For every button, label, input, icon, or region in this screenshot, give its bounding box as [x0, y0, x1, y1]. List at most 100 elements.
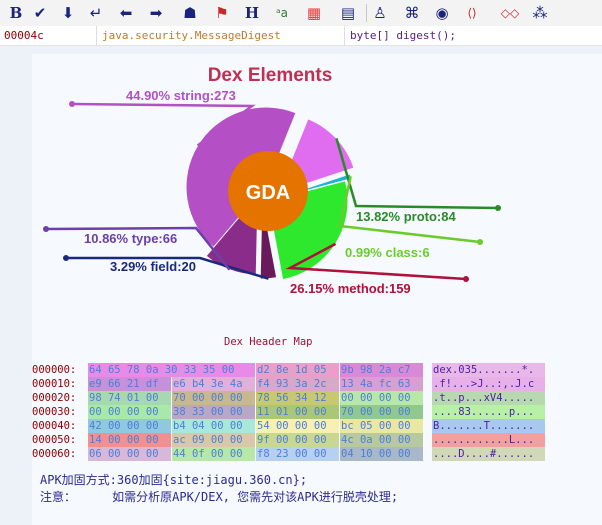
toggle-icon[interactable]: ◉ — [435, 4, 449, 22]
toolbar-separator — [366, 4, 367, 22]
method-field[interactable]: byte[] digest(); — [346, 26, 600, 45]
hex-address: 000030: — [32, 406, 77, 418]
code-icon[interactable]: ⟨⟩ — [467, 6, 477, 20]
hex-byte-group[interactable]: 78 56 34 12 — [256, 391, 339, 405]
hex-address: 000060: — [32, 448, 77, 460]
gda-center-label: GDA — [246, 182, 290, 204]
method-value: byte[] digest(); — [350, 29, 456, 42]
string-search-icon[interactable]: ᵃa — [275, 6, 289, 20]
hex-ascii: .f!...>J..:,.J.c — [432, 377, 545, 391]
leader-dot-string — [69, 101, 75, 107]
leader-line-method — [285, 242, 467, 281]
hex-byte-group[interactable]: 14 00 00 00 — [88, 433, 171, 447]
data-label-proto: 13.82% proto:84 — [356, 209, 456, 224]
leader-line-field — [66, 256, 269, 280]
robot-icon[interactable]: ♙ — [373, 4, 387, 22]
hex-byte-group[interactable]: 64 65 78 0a 30 33 35 00 — [88, 363, 255, 377]
hex-byte-group[interactable]: ac 09 00 00 — [172, 433, 255, 447]
hex-byte-group[interactable]: f8 23 00 00 — [256, 447, 339, 461]
hex-byte-group[interactable]: 11 01 00 00 — [256, 405, 339, 419]
gda-center-circle — [228, 151, 308, 231]
leader-line-class — [338, 176, 481, 244]
network-icon[interactable]: ⁂ — [532, 4, 548, 22]
search-flag-icon[interactable]: ⚑ — [215, 4, 229, 22]
hex-byte-group[interactable]: 38 33 00 00 — [172, 405, 255, 419]
packer-info: APK加固方式:360加固{site:jiagu.360.cn}; — [40, 473, 308, 487]
leader-line-proto — [335, 137, 499, 210]
class-name-value: java.security.MessageDigest — [102, 29, 281, 42]
hex-ascii: ....83......p... — [432, 405, 545, 419]
hex-ascii: ............L... — [432, 433, 545, 447]
hex-byte-group[interactable]: 9f 00 00 00 — [256, 433, 339, 447]
address-value: 00004c — [4, 29, 44, 42]
data-label-class: 0.99% class:6 — [345, 245, 430, 260]
hex-byte-group[interactable]: 42 00 00 00 — [88, 419, 171, 433]
hex-byte-group[interactable]: 4c 0a 00 00 — [340, 433, 423, 447]
data-label-string: 44.90% string:273 — [126, 88, 236, 103]
hex-byte-group[interactable]: 70 00 00 00 — [172, 391, 255, 405]
chart-title: Dex Elements — [208, 65, 333, 86]
hex-address: 000040: — [32, 420, 77, 432]
hex-byte-group[interactable]: bc 05 00 00 — [340, 419, 423, 433]
hex-byte-group[interactable]: e6 b4 3e 4a — [172, 377, 255, 391]
info-bar: 00004c java.security.MessageDigest byte[… — [0, 26, 602, 46]
bold-icon[interactable]: B — [9, 4, 23, 22]
hex-map-title: Dex Header Map — [224, 336, 313, 348]
hex-byte-group[interactable]: 00 00 00 00 — [88, 405, 171, 419]
hex-byte-group[interactable]: d2 8e 1d 05 — [256, 363, 339, 377]
hex-byte-group[interactable]: 98 74 01 00 — [88, 391, 171, 405]
grid-icon[interactable]: ▦ — [306, 4, 322, 22]
hex-ascii: .t..p...xV4..... — [432, 391, 545, 405]
hex-byte-group[interactable]: 13 4a fc 63 — [340, 377, 423, 391]
hex-address: 000050: — [32, 434, 77, 446]
leader-dot-class — [477, 239, 483, 245]
hex-ascii: dex.035.......*. — [432, 363, 545, 377]
command-icon[interactable]: ⌘ — [404, 4, 420, 22]
leader-dot-method — [463, 276, 469, 282]
xml-icon[interactable]: ▤ — [340, 4, 356, 22]
hex-byte-group[interactable]: 04 10 00 00 — [340, 447, 423, 461]
hex-address: 000000: — [32, 364, 77, 376]
leader-line-string — [71, 102, 256, 147]
hex-byte-group[interactable]: 44 0f 00 00 — [172, 447, 255, 461]
forward-arrow-icon[interactable]: ➡ — [149, 4, 163, 22]
download-icon[interactable]: ⬇ — [61, 4, 75, 22]
data-label-field: 3.29% field:20 — [110, 259, 196, 274]
hex-byte-group[interactable]: e9 66 21 df — [88, 377, 171, 391]
hex-byte-group[interactable]: 00 00 00 00 — [340, 391, 423, 405]
hex-byte-group[interactable]: b4 04 00 00 — [172, 419, 255, 433]
unpack-note: 注意： 如需分析原APK/DEX, 您需先对该APK进行脱壳处理; — [40, 490, 399, 504]
class-name-field[interactable]: java.security.MessageDigest — [98, 26, 345, 45]
return-icon[interactable]: ↵ — [89, 4, 103, 22]
dex-elements-chart: Dex Elements 44.90% string:273 13.82% pro… — [43, 65, 501, 296]
hex-byte-group[interactable]: 06 00 00 00 — [88, 447, 171, 461]
leader-dot-proto — [495, 205, 501, 211]
hex-address: 000010: — [32, 378, 77, 390]
back-arrow-icon[interactable]: ⬅ — [119, 4, 133, 22]
data-label-type: 10.86% type:66 — [84, 231, 177, 246]
android-icon[interactable]: ☗ — [183, 4, 197, 22]
address-field[interactable]: 00004c — [0, 26, 97, 45]
hex-byte-group[interactable]: 54 00 00 00 — [256, 419, 339, 433]
hex-byte-group[interactable]: f4 93 3a 2c — [256, 377, 339, 391]
check-arrow-icon[interactable]: ✔ — [33, 4, 47, 22]
diamonds-icon[interactable]: ◇◇ — [500, 6, 520, 20]
header-icon[interactable]: H — [244, 4, 260, 22]
data-label-method: 26.15% method:159 — [290, 281, 411, 296]
hex-address: 000020: — [32, 392, 77, 404]
hex-byte-group[interactable]: 70 00 00 00 — [340, 405, 423, 419]
hex-byte-group[interactable]: 9b 98 2a c7 — [340, 363, 423, 377]
footer-info: APK加固方式:360加固{site:jiagu.360.cn}; 注意： 如需… — [40, 472, 398, 506]
leader-line-type — [45, 226, 231, 271]
leader-dot-type — [43, 226, 49, 232]
hex-ascii: ....D....#...... — [432, 447, 545, 461]
hex-ascii: B.......T....... — [432, 419, 545, 433]
